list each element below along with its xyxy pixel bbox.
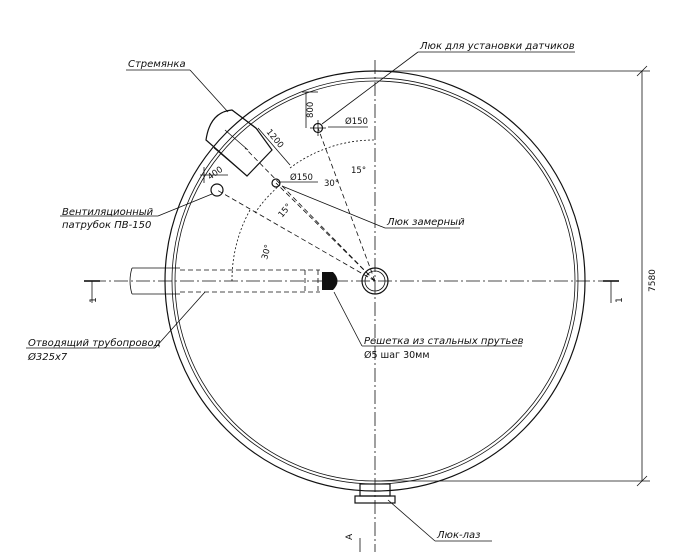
ray-sensor-hatch — [317, 127, 376, 282]
sensor-hatch: Люк для установки датчиков Ø150 800 — [302, 41, 575, 136]
ladder-platform — [205, 109, 273, 177]
center-riser-outer — [361, 267, 389, 295]
grate-leader — [333, 291, 363, 347]
ladder-label: Стремянка — [128, 59, 186, 70]
dim-800: 800 — [306, 102, 316, 118]
angle-arc-left — [231, 209, 251, 282]
ray-vent — [216, 189, 376, 282]
ladder-leader — [189, 69, 229, 113]
outlet-label-1: Отводящий трубопровод — [28, 337, 161, 349]
section-mark-right: 1 — [615, 297, 625, 303]
angle-construction — [216, 127, 376, 282]
sensor-hatch-leader — [321, 51, 419, 125]
outlet-pipeline: Отводящий трубопровод Ø325х7 — [26, 267, 320, 363]
vent-pipe-leader — [157, 193, 213, 217]
measure-hatch: Ø150 Люк замерный — [271, 172, 465, 229]
steel-grate: Решетка из стальных прутьев Ø5 шаг 30мм — [322, 272, 524, 361]
dim-diameter: 7580 — [648, 269, 658, 292]
ray-measure-hatch — [275, 182, 376, 282]
vent-pipe-circle — [210, 183, 224, 197]
sensor-hatch-label: Люк для установки датчиков — [419, 41, 575, 52]
angle-arc-mid — [254, 184, 281, 214]
outlet-leader — [154, 291, 206, 349]
vent-pipe-label-2: патрубок ПВ-150 — [62, 219, 151, 231]
measure-hatch-circle — [271, 178, 281, 188]
vent-pipe-label-1: Вентиляционный — [62, 207, 154, 218]
ray-ladder — [244, 147, 376, 282]
angle-arc-top — [289, 139, 376, 169]
grate-label-1: Решетка из стальных прутьев — [364, 336, 524, 347]
angle-15-top: 15° — [351, 166, 366, 176]
center-riser-inner — [364, 270, 386, 292]
measure-hatch-dia: Ø150 — [290, 172, 313, 183]
ladder: Стремянка 1200 — [126, 59, 291, 177]
outlet-label-2: Ø325х7 — [27, 351, 68, 363]
dim-400: 400 — [206, 165, 225, 183]
section-mark-left: 1 — [89, 297, 99, 303]
manhole: Люк-лаз — [354, 483, 492, 542]
section-marks: 1 1 А — [84, 280, 625, 552]
measure-hatch-label: Люк замерный — [386, 217, 465, 228]
sensor-hatch-dia: Ø150 — [345, 116, 368, 127]
angle-15-mid: 15° — [277, 202, 294, 220]
grate-body — [322, 272, 338, 290]
center-lines — [92, 60, 610, 552]
vent-pipe: 400 Вентиляционный патрубок ПВ-150 — [60, 165, 228, 231]
angle-30-left: 30° — [260, 244, 274, 261]
manhole-label: Люк-лаз — [436, 530, 480, 541]
outlet-pipe-outer — [129, 267, 180, 295]
center-riser — [361, 267, 389, 295]
measure-hatch-leader — [281, 185, 386, 229]
grate-label-2: Ø5 шаг 30мм — [364, 350, 430, 361]
diameter-dimension: 7580 — [375, 65, 658, 487]
angle-30-top: 30° — [324, 179, 339, 189]
manhole-leader — [387, 499, 436, 542]
section-mark-bottom: А — [345, 533, 355, 540]
